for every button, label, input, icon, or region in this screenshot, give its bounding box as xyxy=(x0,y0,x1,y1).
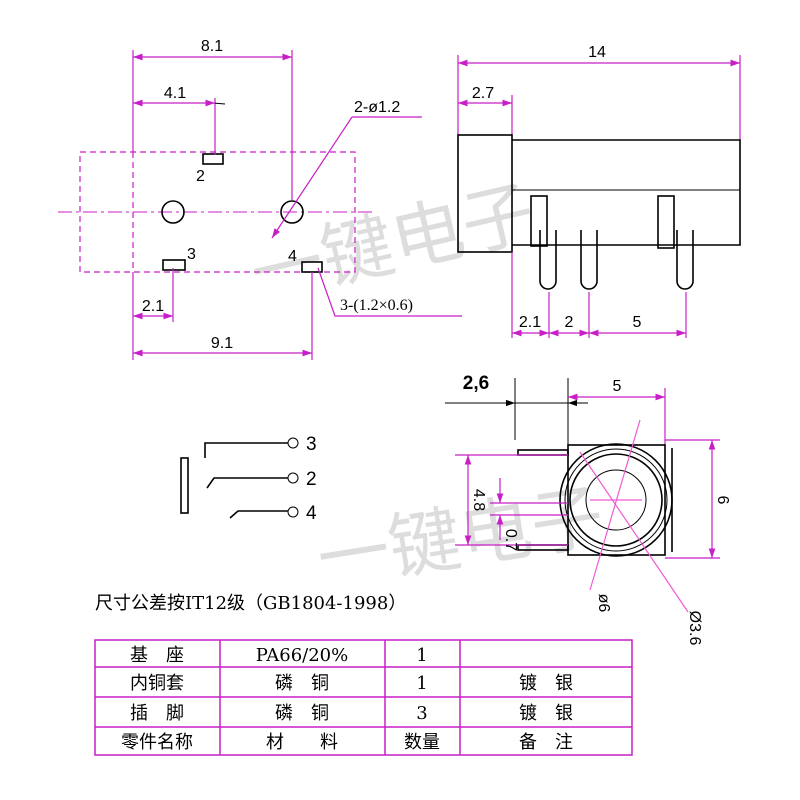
inner-leg-right xyxy=(657,195,675,249)
watermark-top: 一键电子 xyxy=(243,170,543,317)
svg-text:一键电子: 一键电子 xyxy=(243,170,543,317)
dia-inner-leader xyxy=(579,451,689,613)
front-view: 2,6 5 6 4.8 xyxy=(445,373,731,645)
hole-callout: 2-ø1.2 xyxy=(354,99,400,116)
inner-leg-left xyxy=(530,195,548,247)
contact-2 xyxy=(206,477,288,489)
terminal-3 xyxy=(287,437,299,449)
dim-pin-span: 4.8 xyxy=(470,489,487,511)
cell-part: 内铜套 xyxy=(130,673,184,694)
cell-qty: 3 xyxy=(416,703,427,724)
dim-width: 5 xyxy=(613,378,622,395)
socket-bore xyxy=(585,469,647,531)
contact-4 xyxy=(229,510,288,519)
schematic-pin-3: 3 xyxy=(306,434,317,455)
dia-inner: Ø3.6 xyxy=(686,611,703,646)
dia-outer: ø6 xyxy=(595,594,612,613)
table-row: 基 座 PA66/20% 1 xyxy=(130,645,428,666)
socket-outer xyxy=(559,443,673,557)
dim-pin2-offset: 4.1 xyxy=(164,85,186,102)
socket-inner xyxy=(569,453,663,547)
cell-part: 插 脚 xyxy=(130,703,184,724)
pin3-label: 3 xyxy=(187,246,196,263)
dim-length: 14 xyxy=(588,44,606,61)
table-header-row: 零件名称 材 料 数量 备 注 xyxy=(121,732,573,753)
dim-pin-a: 2.1 xyxy=(519,314,541,331)
terminal-4 xyxy=(287,506,299,518)
dim-pin4-offset: 9.1 xyxy=(211,335,233,352)
pin-c xyxy=(676,230,694,290)
pad-leader xyxy=(317,267,462,317)
front-body xyxy=(567,444,666,556)
top-view: 2 3 4 8.1 4.1 2-ø1.2 2.1 9.1 3-(1.2×0.6) xyxy=(58,38,462,360)
dim-pin-c: 5 xyxy=(633,314,642,331)
mount-hole-left xyxy=(161,200,185,224)
dia-outer-leader xyxy=(589,419,641,591)
dim-height: 6 xyxy=(714,496,731,505)
cell-part: 基 座 xyxy=(130,645,184,666)
header-qty: 数量 xyxy=(404,732,440,753)
cell-qty: 1 xyxy=(416,645,427,666)
hole-leader xyxy=(271,116,353,239)
dim-pin-thk: 0.7 xyxy=(502,529,519,551)
mount-hole-right xyxy=(280,200,304,224)
schematic-pin-4: 4 xyxy=(306,503,317,524)
socket-ring xyxy=(564,448,668,552)
cell-note: 镀 银 xyxy=(519,673,573,694)
main-body xyxy=(512,139,741,246)
tab-top xyxy=(517,449,569,456)
table-row: 内铜套 磷 铜 1 镀 银 xyxy=(130,673,573,694)
cell-material: 磷 铜 xyxy=(275,703,329,724)
contact-3 xyxy=(204,442,288,458)
header-material: 材 料 xyxy=(266,732,338,753)
pin-b xyxy=(580,230,598,290)
dim-flange: 2.7 xyxy=(472,85,494,102)
dim-tab: 2,6 xyxy=(463,373,489,394)
pad-callout: 3-(1.2×0.6) xyxy=(340,297,413,314)
cell-material: 磷 铜 xyxy=(275,673,329,694)
tolerance-note: 尺寸公差按IT12级（GB1804-1998） xyxy=(95,593,406,614)
header-note: 备 注 xyxy=(519,732,573,753)
table-row: 插 脚 磷 铜 3 镀 银 xyxy=(130,703,573,724)
schematic-pin-2: 2 xyxy=(306,469,317,490)
pin2-label: 2 xyxy=(196,168,205,185)
pad-pin3 xyxy=(162,259,186,271)
sleeve-contact xyxy=(180,457,189,514)
body-outline xyxy=(79,151,356,273)
pin-schematic: 3 2 4 xyxy=(180,434,317,524)
bom-table: 基 座 PA66/20% 1 内铜套 磷 铜 1 镀 银 插 脚 磷 铜 3 镀… xyxy=(94,639,633,756)
pin4-label: 4 xyxy=(288,248,297,265)
watermark-bottom: 一键电子 xyxy=(312,474,610,602)
dim-pin-b: 2 xyxy=(565,314,574,331)
cell-qty: 1 xyxy=(416,673,427,694)
header-part-name: 零件名称 xyxy=(121,732,193,753)
pin-a xyxy=(539,230,557,290)
cell-note: 镀 银 xyxy=(519,703,573,724)
terminal-2 xyxy=(287,472,299,484)
dim-pin3-offset: 2.1 xyxy=(142,298,164,315)
pad-pin2 xyxy=(202,153,224,165)
side-view: 14 2.7 2.1 2 5 xyxy=(457,44,741,338)
front-flange xyxy=(457,134,513,253)
dim-overall: 8.1 xyxy=(201,38,223,55)
cell-material: PA66/20% xyxy=(256,645,348,666)
svg-text:一键电子: 一键电子 xyxy=(312,474,610,602)
